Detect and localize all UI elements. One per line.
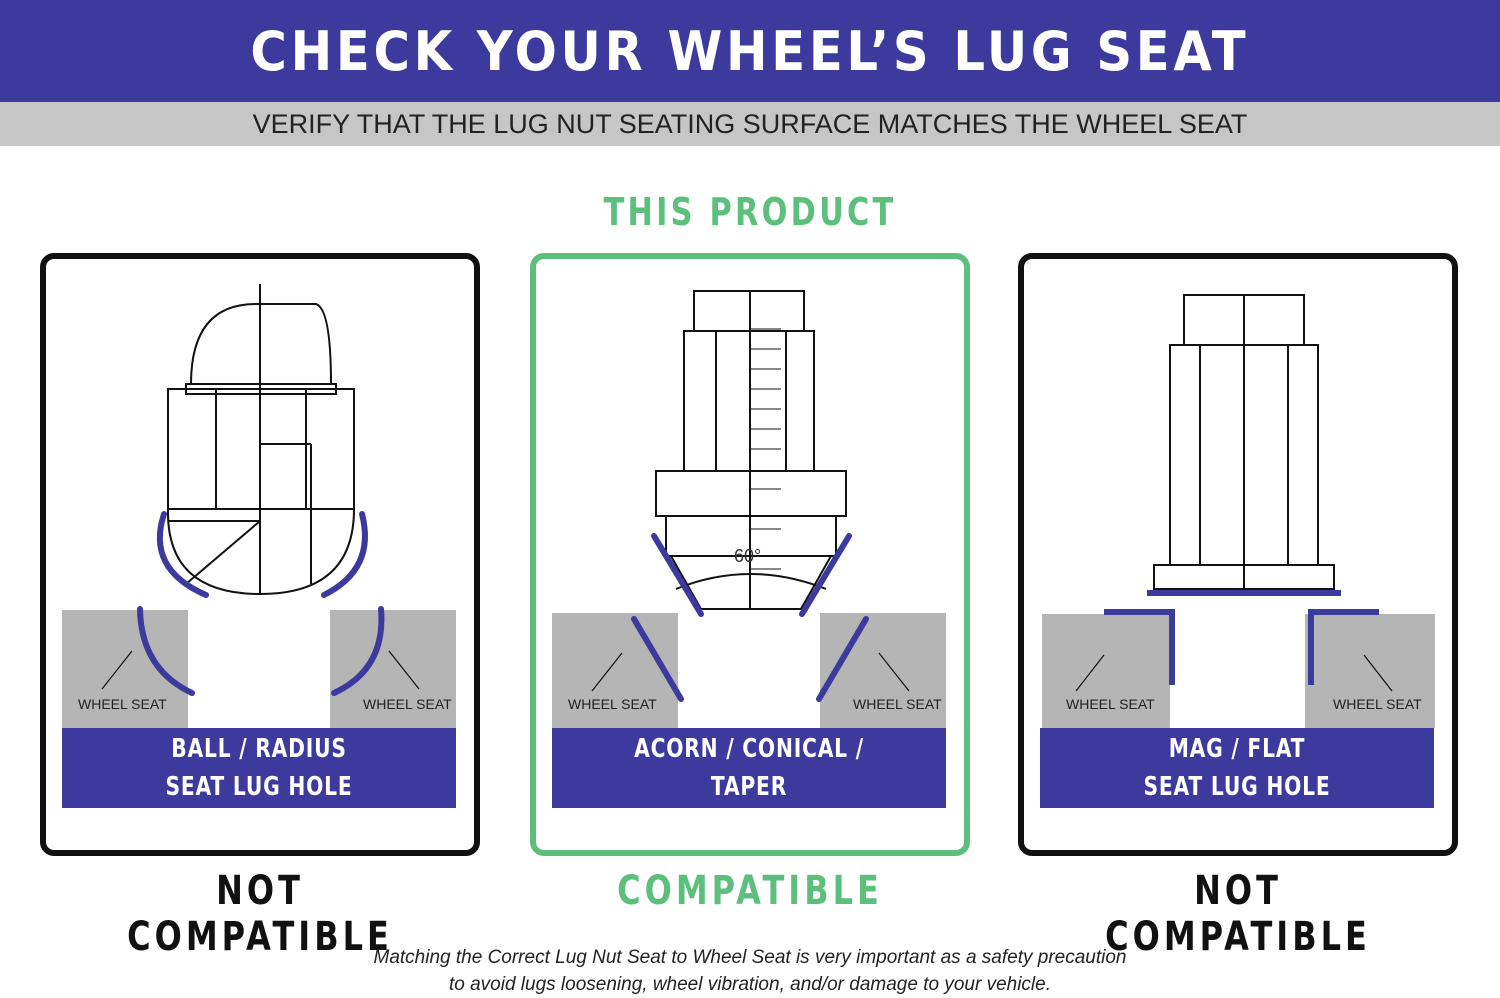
seat-type-line1: ACORN / CONICAL / TAPER xyxy=(634,734,864,802)
seat-type-line1: MAG / FLAT xyxy=(1168,734,1306,764)
seat-type-line1: BALL / RADIUS xyxy=(171,734,347,764)
wheel-seat-label: WHEEL SEAT xyxy=(568,696,657,712)
page-title: CHECK YOUR WHEEL’S LUG SEAT xyxy=(250,19,1250,83)
header-banner: CHECK YOUR WHEEL’S LUG SEAT xyxy=(0,0,1500,102)
seat-type-line2: SEAT LUG HOLE xyxy=(655,810,843,840)
this-product-label: THIS PRODUCT xyxy=(603,190,897,234)
subtitle: VERIFY THAT THE LUG NUT SEATING SURFACE … xyxy=(0,102,1500,146)
verdict-compatible: COMPATIBLE xyxy=(617,868,883,914)
seat-type-label: BALL / RADIUS SEAT LUG HOLE xyxy=(62,728,456,808)
acorn-seat-diagram: 60° xyxy=(552,290,946,728)
flat-seat-diagram xyxy=(1042,294,1435,728)
acorn-seat-panel: 60° WHEEL SEAT WHEEL SEAT ACORN / CONICA… xyxy=(530,253,970,856)
seat-type-line2: SEAT LUG HOLE xyxy=(165,772,353,802)
flat-seat-panel: WHEEL SEAT WHEEL SEAT MAG / FLAT SEAT LUG… xyxy=(1018,253,1458,856)
ball-seat-panel: WHEEL SEAT WHEEL SEAT BALL / RADIUS SEAT … xyxy=(40,253,480,856)
wheel-seat-label: WHEEL SEAT xyxy=(78,696,167,712)
wheel-seat-label: WHEEL SEAT xyxy=(1333,696,1422,712)
verdict-not-compatible: NOT COMPATIBLE xyxy=(127,868,393,960)
seat-type-line2: SEAT LUG HOLE xyxy=(1143,772,1331,802)
ball-seat-diagram xyxy=(62,284,456,728)
footer-line1: Matching the Correct Lug Nut Seat to Whe… xyxy=(373,947,1127,968)
wheel-seat-label: WHEEL SEAT xyxy=(363,696,452,712)
footer-note: Matching the Correct Lug Nut Seat to Whe… xyxy=(0,944,1500,998)
seat-type-label: MAG / FLAT SEAT LUG HOLE xyxy=(1040,728,1434,808)
wheel-seat-label: WHEEL SEAT xyxy=(853,696,942,712)
footer-line2: to avoid lugs loosening, wheel vibration… xyxy=(448,974,1052,995)
angle-label: 60° xyxy=(734,546,761,566)
seat-type-label: ACORN / CONICAL / TAPER SEAT LUG HOLE xyxy=(552,728,946,840)
verdict-not-compatible: NOT COMPATIBLE xyxy=(1105,868,1371,960)
wheel-seat-label: WHEEL SEAT xyxy=(1066,696,1155,712)
